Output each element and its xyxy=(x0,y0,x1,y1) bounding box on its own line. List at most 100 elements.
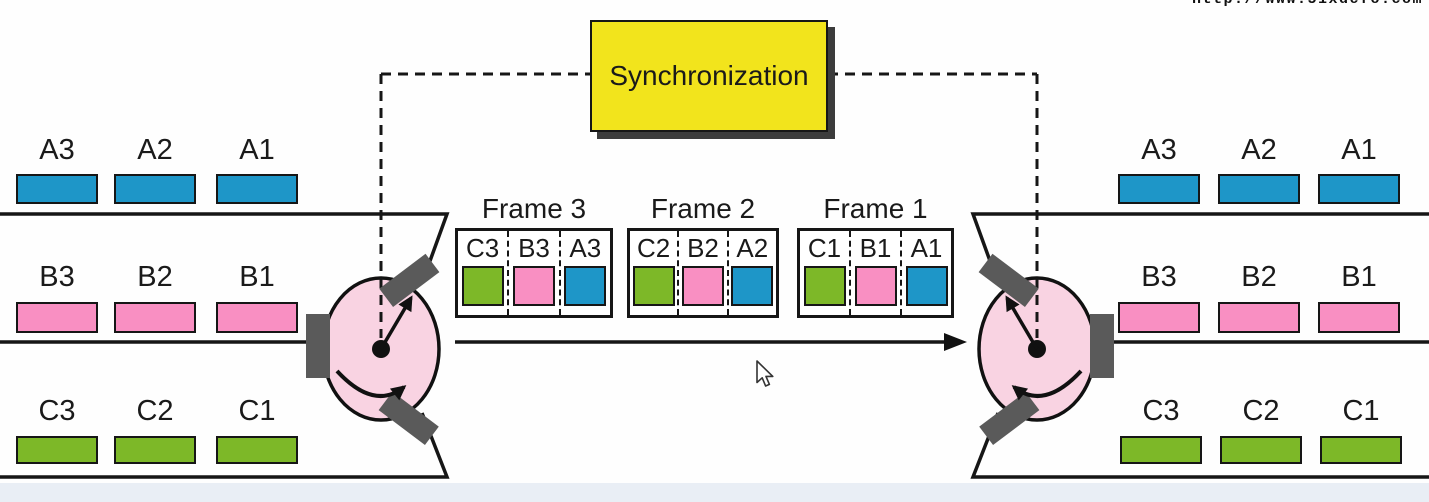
line-channel-a-left xyxy=(0,212,450,284)
unit-box xyxy=(1120,436,1202,464)
unit-box xyxy=(16,302,98,333)
unit-c2-left: C2 xyxy=(114,395,196,464)
frame-title: Frame 1 xyxy=(823,193,928,224)
mux-contact-pad-b xyxy=(306,314,330,378)
unit-box xyxy=(216,174,298,204)
unit-c1-right: C1 xyxy=(1320,395,1402,464)
unit-box xyxy=(1218,174,1300,204)
unit-label: C2 xyxy=(136,395,174,427)
unit-c3-left: C3 xyxy=(16,395,98,464)
slot-label: A1 xyxy=(910,233,943,263)
slot-label: B1 xyxy=(859,233,892,263)
unit-label: B1 xyxy=(239,261,275,293)
unit-c2-right: C2 xyxy=(1220,395,1302,464)
slot-label: C3 xyxy=(466,233,500,263)
slot-square xyxy=(564,266,607,306)
unit-label: C2 xyxy=(1242,395,1280,427)
unit-box xyxy=(114,436,196,464)
slot-square xyxy=(803,266,846,306)
unit-c1-left: C1 xyxy=(216,395,298,464)
unit-box xyxy=(1118,174,1200,204)
frame-title: Frame 3 xyxy=(481,193,587,224)
unit-label: C3 xyxy=(38,395,76,427)
unit-box xyxy=(1318,302,1400,333)
synchronization-label: Synchronization xyxy=(609,60,809,91)
slot-square xyxy=(632,266,675,306)
unit-b1-right: B1 xyxy=(1318,261,1400,333)
unit-label: B3 xyxy=(1141,261,1177,293)
unit-label: A1 xyxy=(239,134,275,166)
frame-slot: B2 xyxy=(677,231,726,315)
synchronization-box: Synchronization xyxy=(590,20,828,132)
unit-c3-right: C3 xyxy=(1120,395,1202,464)
frame-2: Frame 2 C2 B2 A2 xyxy=(627,193,779,318)
unit-box xyxy=(114,302,196,333)
unit-label: A2 xyxy=(1241,134,1277,166)
frame-slot: C1 xyxy=(800,231,849,315)
frame-slot: A3 xyxy=(558,231,610,315)
unit-label: B2 xyxy=(1241,261,1277,293)
unit-b2-right: B2 xyxy=(1218,261,1300,333)
unit-box xyxy=(1218,302,1300,333)
mux-needle-icon xyxy=(379,295,413,350)
unit-b1-left: B1 xyxy=(216,261,298,333)
demux-contact-pad-a xyxy=(978,253,1039,308)
unit-label: A3 xyxy=(39,134,75,166)
unit-label: B2 xyxy=(137,261,173,293)
unit-b2-left: B2 xyxy=(114,261,196,333)
frame-slot: A1 xyxy=(900,231,951,315)
unit-box xyxy=(16,436,98,464)
unit-label: A3 xyxy=(1141,134,1177,166)
slot-label: A2 xyxy=(736,233,769,263)
unit-b3-right: B3 xyxy=(1118,261,1200,333)
mouse-cursor-icon xyxy=(756,360,774,387)
frame-slot: C2 xyxy=(630,231,677,315)
slot-square xyxy=(854,266,897,306)
frame-slot: B1 xyxy=(849,231,900,315)
unit-label: C1 xyxy=(1342,395,1380,427)
unit-box xyxy=(216,436,298,464)
unit-label: A1 xyxy=(1341,134,1377,166)
demux-contact-pad-b xyxy=(1090,314,1114,378)
unit-a1-left: A1 xyxy=(216,134,298,204)
unit-box xyxy=(1318,174,1400,204)
frame-slot: C3 xyxy=(458,231,507,315)
slot-label: A3 xyxy=(569,233,602,263)
unit-a1-right: A1 xyxy=(1318,134,1400,204)
frame-slot: A2 xyxy=(726,231,776,315)
slot-square xyxy=(731,266,774,306)
frame-box: C3 B3 A3 xyxy=(455,228,613,318)
unit-a2-right: A2 xyxy=(1218,134,1300,204)
slot-square xyxy=(905,266,948,306)
slot-label: B3 xyxy=(518,233,550,263)
frame-1: Frame 1 C1 B1 A1 xyxy=(797,193,954,318)
frame-box: C1 B1 A1 xyxy=(797,228,954,318)
unit-label: B1 xyxy=(1341,261,1377,293)
unit-label: B3 xyxy=(39,261,75,293)
mux-contact-pad-a xyxy=(379,253,440,308)
unit-b3-left: B3 xyxy=(16,261,98,333)
unit-label: C1 xyxy=(238,395,276,427)
bottom-strip xyxy=(0,483,1429,502)
transmission-arrowhead-icon xyxy=(944,333,967,351)
slot-square xyxy=(681,266,724,306)
mux-rotation-arrow-icon xyxy=(335,369,407,401)
slot-square xyxy=(512,266,555,306)
unit-box xyxy=(1320,436,1402,464)
slot-label: C2 xyxy=(637,233,671,263)
unit-a2-left: A2 xyxy=(114,134,196,204)
unit-label: C3 xyxy=(1142,395,1180,427)
slot-square xyxy=(461,266,504,306)
frame-3: Frame 3 C3 B3 A3 xyxy=(455,193,613,318)
unit-a3-left: A3 xyxy=(16,134,98,204)
frame-title: Frame 2 xyxy=(650,193,756,224)
demux-contact-pad-c xyxy=(979,391,1040,446)
mux-contact-pad-c xyxy=(378,391,439,446)
demux-rotation-arrow-icon xyxy=(1011,369,1083,401)
unit-label: A2 xyxy=(137,134,173,166)
frame-slot: B3 xyxy=(507,231,558,315)
slot-label: C1 xyxy=(807,233,842,263)
slot-label: B2 xyxy=(687,233,719,263)
